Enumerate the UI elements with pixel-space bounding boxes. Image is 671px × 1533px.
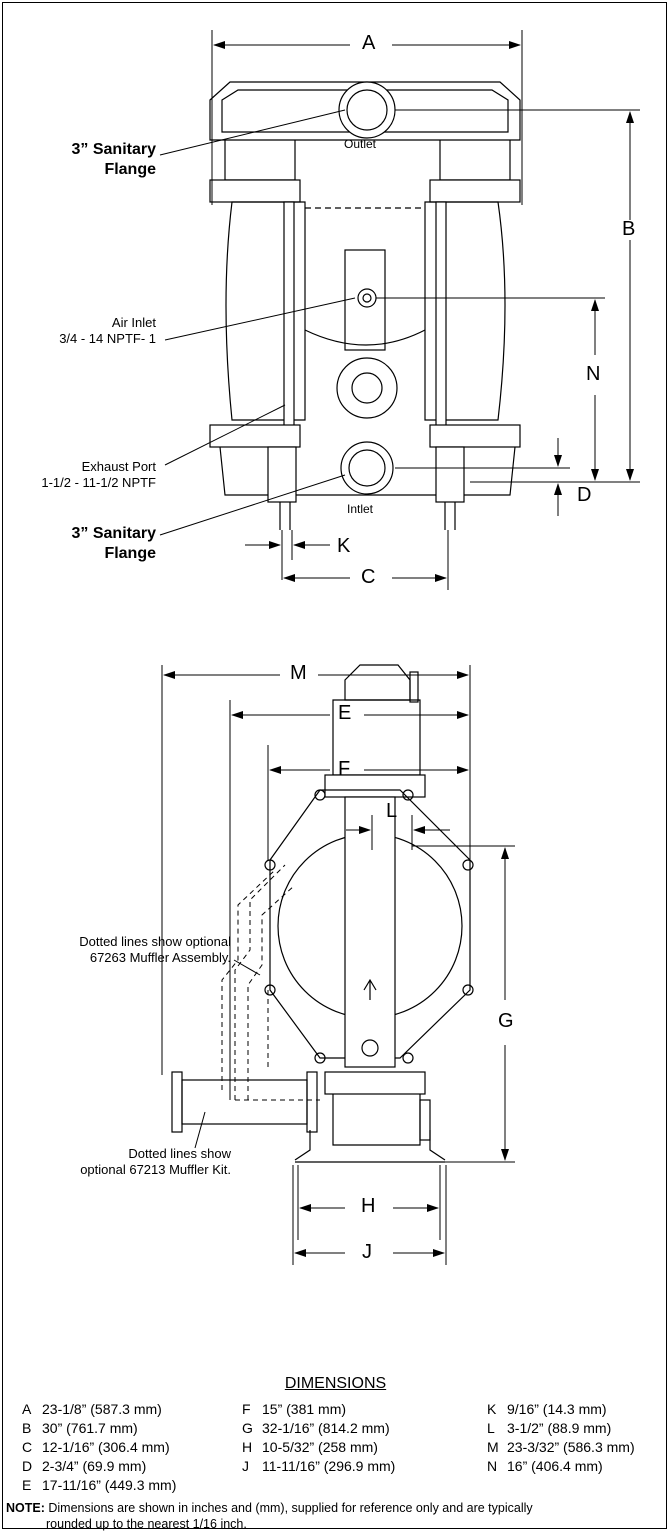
dim-row-k: K 9/16” (14.3 mm) [487,1400,607,1419]
front-view-pump [209,81,521,530]
inlet-label: Intlet [347,502,374,516]
outlet-label: Outlet [344,137,377,151]
dimensions-title: DIMENSIONS [284,1375,387,1392]
dim-letter-g: G [498,1010,514,1032]
dim-row-c: C 12-1/16” (306.4 mm) [22,1438,170,1457]
dim-letter-b: B [622,218,636,240]
air-inlet-callout: Air Inlet 3/4 - 14 NPTF- 1 [59,315,156,347]
side-dimension-lines [161,665,515,1265]
muffler-assembly-callout: Dotted lines show optional 67263 Muffler… [79,934,231,966]
muffler-assembly-dotted [221,864,320,1101]
callout-line: 3” Sanitary [71,141,156,158]
dim-row-m: M 23-3/32” (586.3 mm) [487,1438,635,1457]
callout-line: 67263 Muffler Assembly. [89,950,231,965]
dim-row-l: L 3-1/2” (88.9 mm) [487,1419,611,1438]
dim-value: 9/16” (14.3 mm) [507,1401,607,1417]
note-line-2: rounded up to the nearest 1/16 inch. [46,1517,247,1531]
front-leader-lines [159,109,356,536]
dim-value: 12-1/16” (306.4 mm) [42,1439,170,1455]
dim-key: A [22,1401,32,1417]
dim-letter-h: H [361,1195,376,1217]
dim-letter-f: F [338,758,351,780]
callout-line: 3” Sanitary [71,525,156,542]
dim-key: E [22,1477,32,1493]
callout-line: Flange [104,161,156,178]
note-label: NOTE: [6,1501,45,1515]
dim-row-d: D 2-3/4” (69.9 mm) [22,1457,146,1476]
dim-value: 16” (406.4 mm) [507,1458,603,1474]
dim-value: 10-5/32” (258 mm) [262,1439,378,1455]
muffler-kit-callout: Dotted lines show optional 67213 Muffler… [80,1146,231,1178]
dim-value: 17-11/16” (449.3 mm) [42,1477,177,1493]
dim-letter-n: N [586,363,601,385]
dim-value: 2-3/4” (69.9 mm) [42,1458,147,1474]
callout-line: Dotted lines show optional [79,934,231,949]
side-leader-lines [194,959,261,1149]
dim-letter-j: J [362,1241,372,1263]
dim-row-j: J 11-11/16” (296.9 mm) [242,1457,395,1476]
dim-value: 3-1/2” (88.9 mm) [507,1420,612,1436]
dim-letter-c: C [361,566,376,588]
dim-row-h: H 10-5/32” (258 mm) [242,1438,378,1457]
dim-letter-m: M [290,662,307,684]
dim-letter-d: D [577,484,592,506]
callout-line: Dotted lines show [128,1146,231,1161]
dim-letter-k: K [337,535,351,557]
callout-line: 3/4 - 14 NPTF- 1 [59,331,156,346]
exhaust-port-callout: Exhaust Port 1-1/2 - 11-1/2 NPTF [41,459,156,491]
dim-row-a: A 23-1/8” (587.3 mm) [22,1400,162,1419]
callout-line: Exhaust Port [81,459,156,474]
dim-row-g: G 32-1/16” (814.2 mm) [242,1419,390,1438]
dim-letter-a: A [362,32,376,54]
callout-line: 1-1/2 - 11-1/2 NPTF [41,475,156,490]
dim-row-n: N 16” (406.4 mm) [487,1457,603,1476]
dim-value: 15” (381 mm) [262,1401,347,1417]
dim-key: L [487,1420,495,1436]
dim-value: 32-1/16” (814.2 mm) [262,1420,390,1436]
dim-value: 23-3/32” (586.3 mm) [507,1439,635,1455]
dim-key: K [487,1401,497,1417]
callout-line: optional 67213 Muffler Kit. [80,1162,231,1177]
dim-key: J [242,1458,249,1474]
dim-key: G [242,1420,253,1436]
dim-key: H [242,1439,253,1455]
dim-value: 23-1/8” (587.3 mm) [42,1401,162,1417]
dim-letter-l: L [386,800,398,822]
dim-key: F [242,1401,251,1417]
dim-row-b: B 30” (761.7 mm) [22,1419,138,1438]
dim-row-f: F 15” (381 mm) [242,1400,346,1419]
front-dimension-lines [211,30,640,590]
dim-key: M [487,1439,499,1455]
dim-row-e: E 17-11/16” (449.3 mm) [22,1476,176,1495]
reference-note: NOTE: Dimensions are shown in inches and… [6,1500,666,1532]
callout-line: Flange [104,545,156,562]
dim-key: C [22,1439,33,1455]
dim-value: 11-11/16” (296.9 mm) [262,1458,396,1474]
dim-value: 30” (761.7 mm) [42,1420,138,1436]
sanitary-flange-bottom-callout: 3” Sanitary Flange [72,524,156,564]
callout-line: Air Inlet [111,315,156,330]
dim-key: N [487,1458,498,1474]
dim-key: D [22,1458,33,1474]
side-view-pump [171,664,474,1163]
dim-key: B [22,1420,32,1436]
dim-letter-e: E [338,702,352,724]
sanitary-flange-top-callout: 3” Sanitary Flange [72,140,156,180]
note-line-1: Dimensions are shown in inches and (mm),… [48,1501,533,1515]
